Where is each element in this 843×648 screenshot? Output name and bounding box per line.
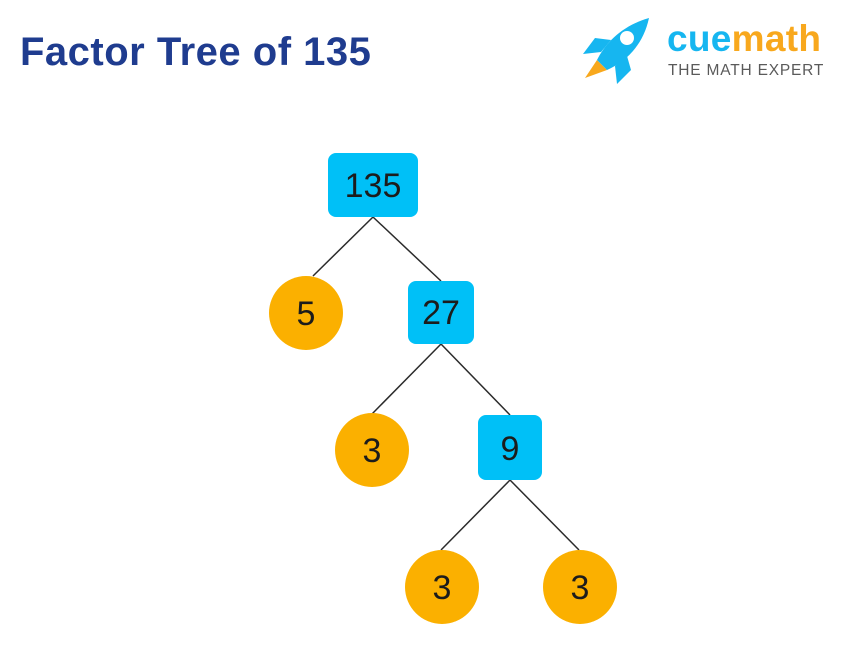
prime-node-circle xyxy=(543,550,617,624)
node-label: 27 xyxy=(422,294,460,332)
prime-node-circle xyxy=(269,276,343,350)
tree-node-3: 3 xyxy=(335,413,409,487)
tree-edge xyxy=(312,216,374,277)
tree-edge xyxy=(371,343,442,415)
node-label: 135 xyxy=(345,167,402,205)
tree-edge xyxy=(440,343,511,416)
node-label: 3 xyxy=(363,432,382,470)
brand-name: cuemath xyxy=(667,20,821,57)
tree-node-3: 3 xyxy=(543,550,617,624)
composite-node-box xyxy=(408,281,474,344)
brand-tagline: THE MATH EXPERT xyxy=(668,62,825,79)
node-label: 5 xyxy=(297,295,316,333)
node-label: 9 xyxy=(501,430,520,468)
brand-logo: cuemath THE MATH EXPERT xyxy=(575,14,835,86)
tree-node-3: 3 xyxy=(405,550,479,624)
composite-node-box xyxy=(478,415,542,480)
tree-edge xyxy=(372,216,442,282)
tree-edges xyxy=(312,216,580,551)
node-label: 3 xyxy=(433,569,452,607)
tree-edge xyxy=(509,479,580,551)
prime-node-circle xyxy=(405,550,479,624)
page-title: Factor Tree of 135 xyxy=(20,30,372,74)
composite-node-box xyxy=(328,153,418,217)
brand-name-part-math: math xyxy=(731,18,822,59)
tree-edge xyxy=(440,479,511,551)
tree-node-5: 5 xyxy=(269,276,343,350)
prime-node-circle xyxy=(335,413,409,487)
brand-name-part-cue: cue xyxy=(667,18,732,59)
tree-node-9: 9 xyxy=(478,415,542,480)
rocket-icon xyxy=(583,18,649,84)
tree-node-27: 27 xyxy=(408,281,474,344)
tree-node-135: 135 xyxy=(328,153,418,217)
node-label: 3 xyxy=(571,569,590,607)
